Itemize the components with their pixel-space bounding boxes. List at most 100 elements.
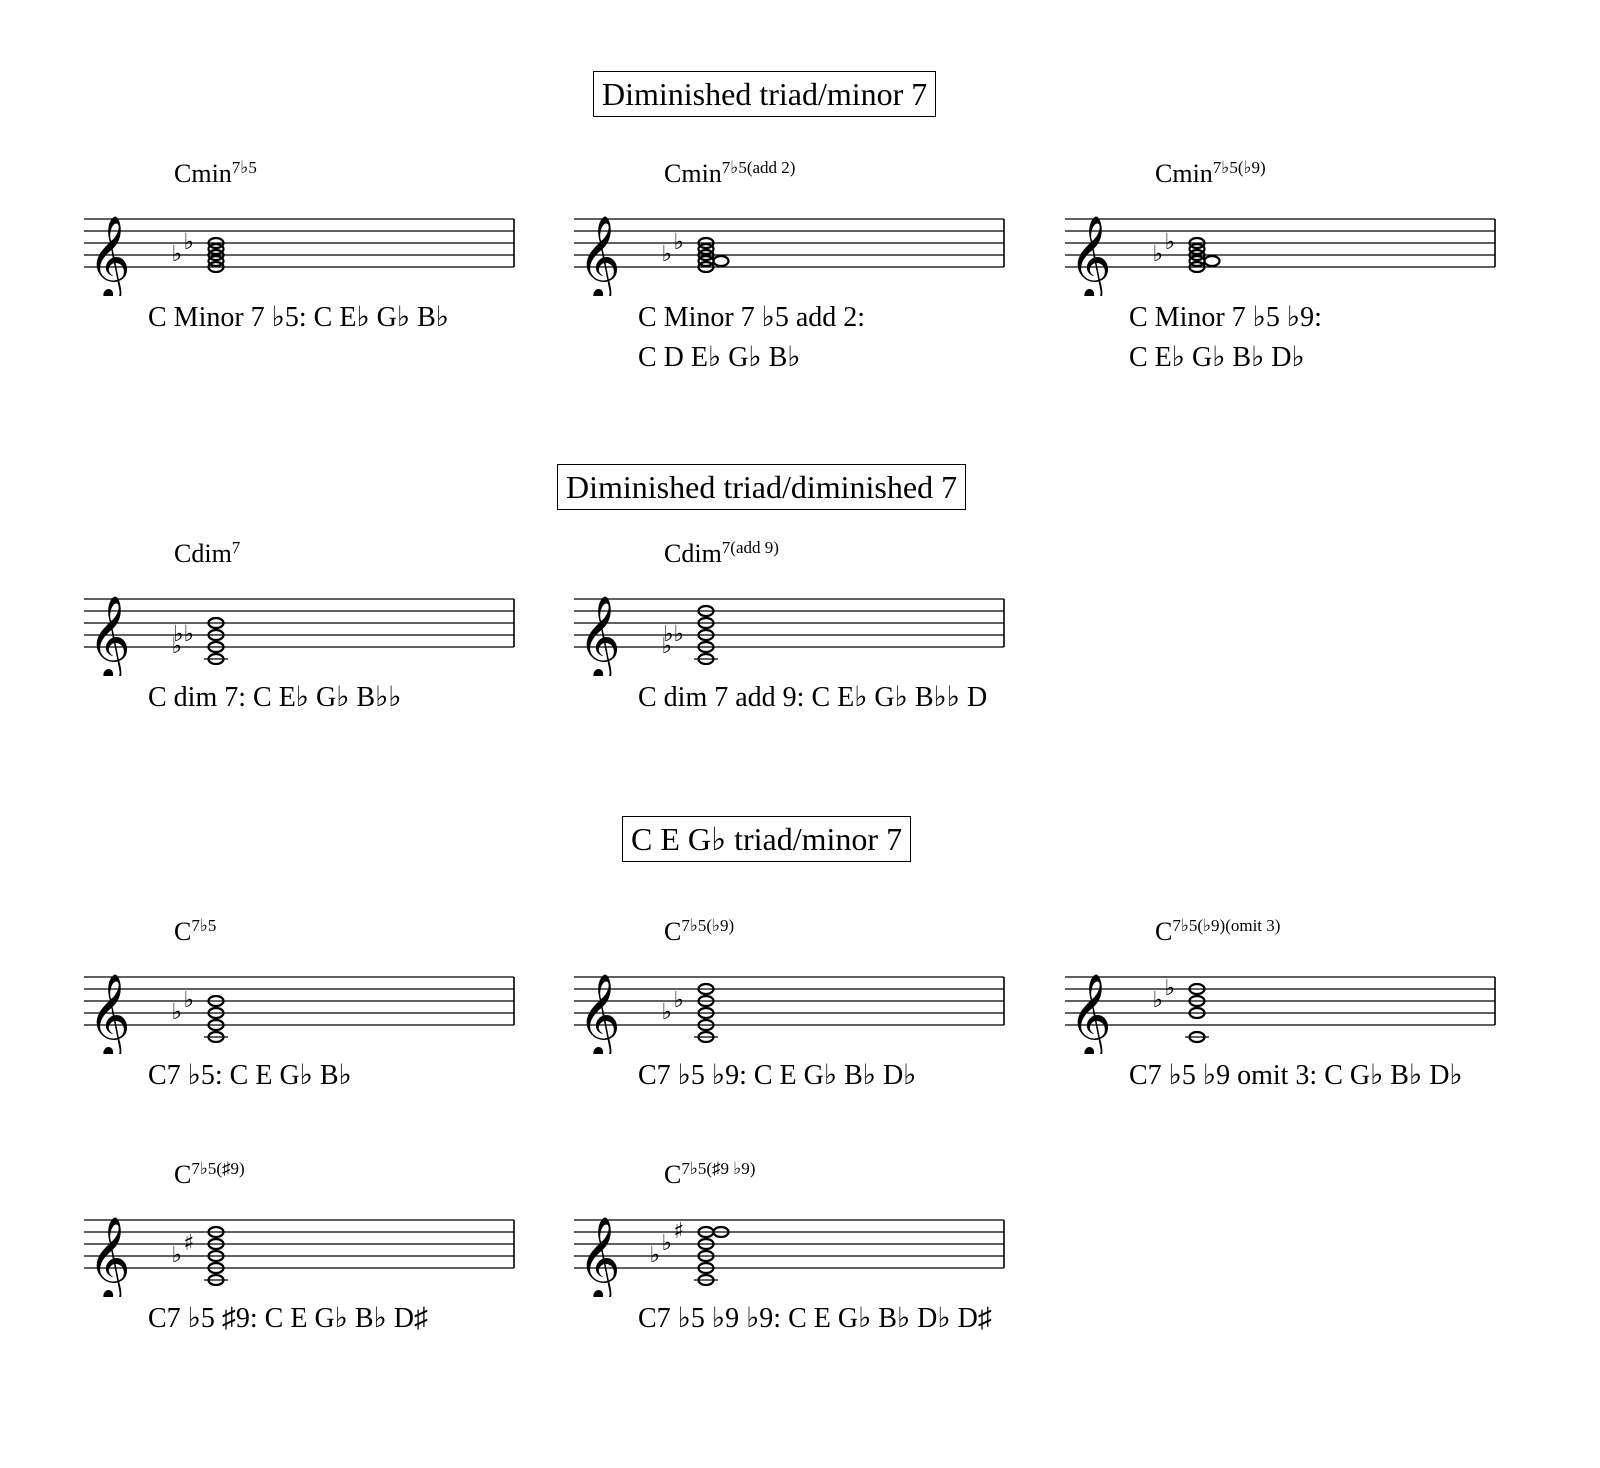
chord-block: Cmin7♭5(add 2) 𝄞 ♭♭ C Minor 7 ♭5 add 2:C …	[574, 158, 1014, 388]
whole-note	[1188, 1006, 1206, 1020]
chord-symbol: Cdim7	[174, 538, 241, 568]
treble-clef-icon: 𝄞	[88, 1215, 131, 1297]
music-staff: 𝄞 ♭♭♭	[84, 594, 515, 676]
chord-block: C7♭5(♯9) 𝄞♯♭ C7 ♭5 ♯9: C E G♭ B♭ D♯	[84, 1159, 524, 1389]
treble-clef-icon: 𝄞	[88, 594, 131, 676]
whole-note	[1188, 260, 1206, 274]
whole-note	[207, 1261, 225, 1275]
chord-symbol: Cmin7♭5(add 2)	[664, 158, 796, 188]
double-flat-icon: ♭♭	[663, 622, 684, 647]
flat-icon: ♭	[172, 1000, 182, 1025]
treble-clef-icon: 𝄞	[578, 214, 621, 296]
whole-note	[207, 1006, 225, 1020]
chord-description: C dim 7 add 9: C E♭ G♭ B♭♭ D	[638, 682, 988, 713]
flat-icon: ♭	[1153, 988, 1163, 1013]
whole-note	[697, 1249, 715, 1263]
music-staff: 𝄞♯♭♭	[574, 1215, 1005, 1297]
chord-description: C7 ♭5 ♭9 omit 3: C G♭ B♭ D♭	[1129, 1060, 1463, 1091]
music-staff: 𝄞 ♭♭	[574, 214, 1005, 296]
flat-icon: ♭	[1165, 230, 1175, 255]
flat-icon: ♭	[674, 230, 684, 255]
section-title-2: Diminished triad/diminished 7	[557, 464, 967, 510]
flat-icon: ♭	[662, 1000, 672, 1025]
chord-description: C7 ♭5: C E G♭ B♭	[148, 1060, 352, 1091]
chord-symbol: C7♭5(♭9)(omit 3)	[1155, 916, 1281, 946]
whole-note	[207, 242, 225, 256]
flat-icon: ♭	[662, 242, 672, 267]
flat-icon: ♭	[172, 242, 182, 267]
chord-description: C dim 7: C E♭ G♭ B♭♭	[148, 682, 402, 713]
chord-description: C7 ♭5 ♯9: C E G♭ B♭ D♯	[148, 1303, 428, 1334]
chord-description: C7 ♭5 ♭9 ♭9: C E G♭ B♭ D♭ D♯	[638, 1303, 992, 1334]
music-staff: 𝄞 ♭♭	[1065, 214, 1496, 296]
double-flat-icon: ♭♭	[173, 622, 194, 647]
whole-note	[697, 248, 715, 262]
chord-description: C7 ♭5 ♭9: C E G♭ B♭ D♭	[638, 1060, 917, 1091]
music-staff: 𝄞 ♯♭	[84, 1215, 515, 1297]
treble-clef-icon: 𝄞	[578, 1215, 621, 1297]
flat-icon: ♭	[674, 988, 684, 1013]
whole-note	[697, 1006, 715, 1020]
chord-description: C Minor 7 ♭5 ♭9:C E♭ G♭ B♭ D♭	[1129, 302, 1322, 373]
whole-note	[1188, 242, 1206, 256]
chord-description: C Minor 7 ♭5 add 2:C D E♭ G♭ B♭	[638, 302, 866, 373]
flat-icon: ♭	[172, 634, 182, 659]
flat-icon: ♭	[1165, 976, 1175, 1001]
chord-description: C Minor 7 ♭5: C E♭ G♭ B♭	[148, 302, 449, 333]
chord-symbol: C7♭5(♭9)	[664, 916, 735, 946]
whole-note	[697, 616, 715, 630]
chord-symbol: C7♭5(♯9 ♭9)	[664, 1159, 756, 1189]
music-staff: 𝄞 ♭♭	[84, 972, 515, 1054]
whole-note	[697, 260, 715, 274]
whole-note	[1203, 254, 1221, 268]
whole-note	[697, 236, 715, 250]
treble-clef-icon: 𝄞	[1069, 214, 1112, 296]
section-title-3: C E G♭ triad/minor 7	[622, 816, 912, 862]
chord-block: C7♭5(♭9)(omit 3) 𝄞 ♭♭ C7 ♭5 ♭9 omit 3: C …	[1065, 916, 1505, 1146]
whole-note	[712, 254, 730, 268]
treble-clef-icon: 𝄞	[578, 972, 621, 1054]
whole-note	[207, 1018, 225, 1032]
whole-note	[697, 982, 715, 996]
section-title-1: Diminished triad/minor 7	[593, 71, 937, 117]
chord-symbol: C7♭5	[174, 916, 217, 946]
chord-block: Cmin7♭5 𝄞♭♭ C Minor 7 ♭5: C E♭ G♭ B♭	[84, 158, 524, 388]
chord-symbol: Cmin7♭5(♭9)	[1155, 158, 1266, 188]
flat-icon: ♭	[662, 1231, 672, 1256]
chord-block: Cdim7 𝄞 ♭♭♭ C dim 7: C E♭ G♭ B♭♭	[84, 538, 524, 768]
chord-block: C7♭5 𝄞 ♭♭ C7 ♭5: C E G♭ B♭	[84, 916, 524, 1146]
sharp-icon: ♯	[183, 1231, 194, 1256]
treble-clef-icon: 𝄞	[88, 972, 131, 1054]
whole-note	[207, 236, 225, 250]
whole-note	[207, 1225, 225, 1239]
sharp-icon: ♯	[673, 1219, 684, 1244]
treble-clef-icon: 𝄞	[578, 594, 621, 676]
whole-note	[207, 1237, 225, 1251]
whole-note	[207, 994, 225, 1008]
flat-icon: ♭	[184, 230, 194, 255]
whole-note	[697, 994, 715, 1008]
whole-note	[207, 1249, 225, 1263]
music-staff: 𝄞 ♭♭	[1065, 972, 1496, 1054]
music-staff: 𝄞♭♭♭	[574, 594, 1005, 676]
chord-block: C7♭5(♯9 ♭9) 𝄞♯♭♭ C7 ♭5 ♭9 ♭9: C E G♭ B♭ …	[574, 1159, 1014, 1389]
treble-clef-icon: 𝄞	[1069, 972, 1112, 1054]
flat-icon: ♭	[172, 1243, 182, 1268]
whole-note	[697, 1237, 715, 1251]
chord-block: Cdim7(add 9) 𝄞♭♭♭ C dim 7 add 9: C E♭ G♭…	[574, 538, 1014, 768]
whole-note	[697, 640, 715, 654]
whole-note	[697, 242, 715, 256]
flat-icon: ♭	[184, 988, 194, 1013]
flat-icon: ♭	[1153, 242, 1163, 267]
whole-note	[697, 1261, 715, 1275]
chord-symbol: Cdim7(add 9)	[664, 538, 779, 568]
chord-block: C7♭5(♭9) 𝄞 ♭♭ C7 ♭5 ♭9: C E G♭ B♭ D♭	[574, 916, 1014, 1146]
whole-note	[1188, 236, 1206, 250]
whole-note	[1188, 982, 1206, 996]
flat-icon: ♭	[650, 1243, 660, 1268]
whole-note	[207, 248, 225, 262]
treble-clef-icon: 𝄞	[88, 214, 131, 296]
whole-note	[207, 640, 225, 654]
whole-note	[207, 628, 225, 642]
whole-note	[1188, 248, 1206, 262]
